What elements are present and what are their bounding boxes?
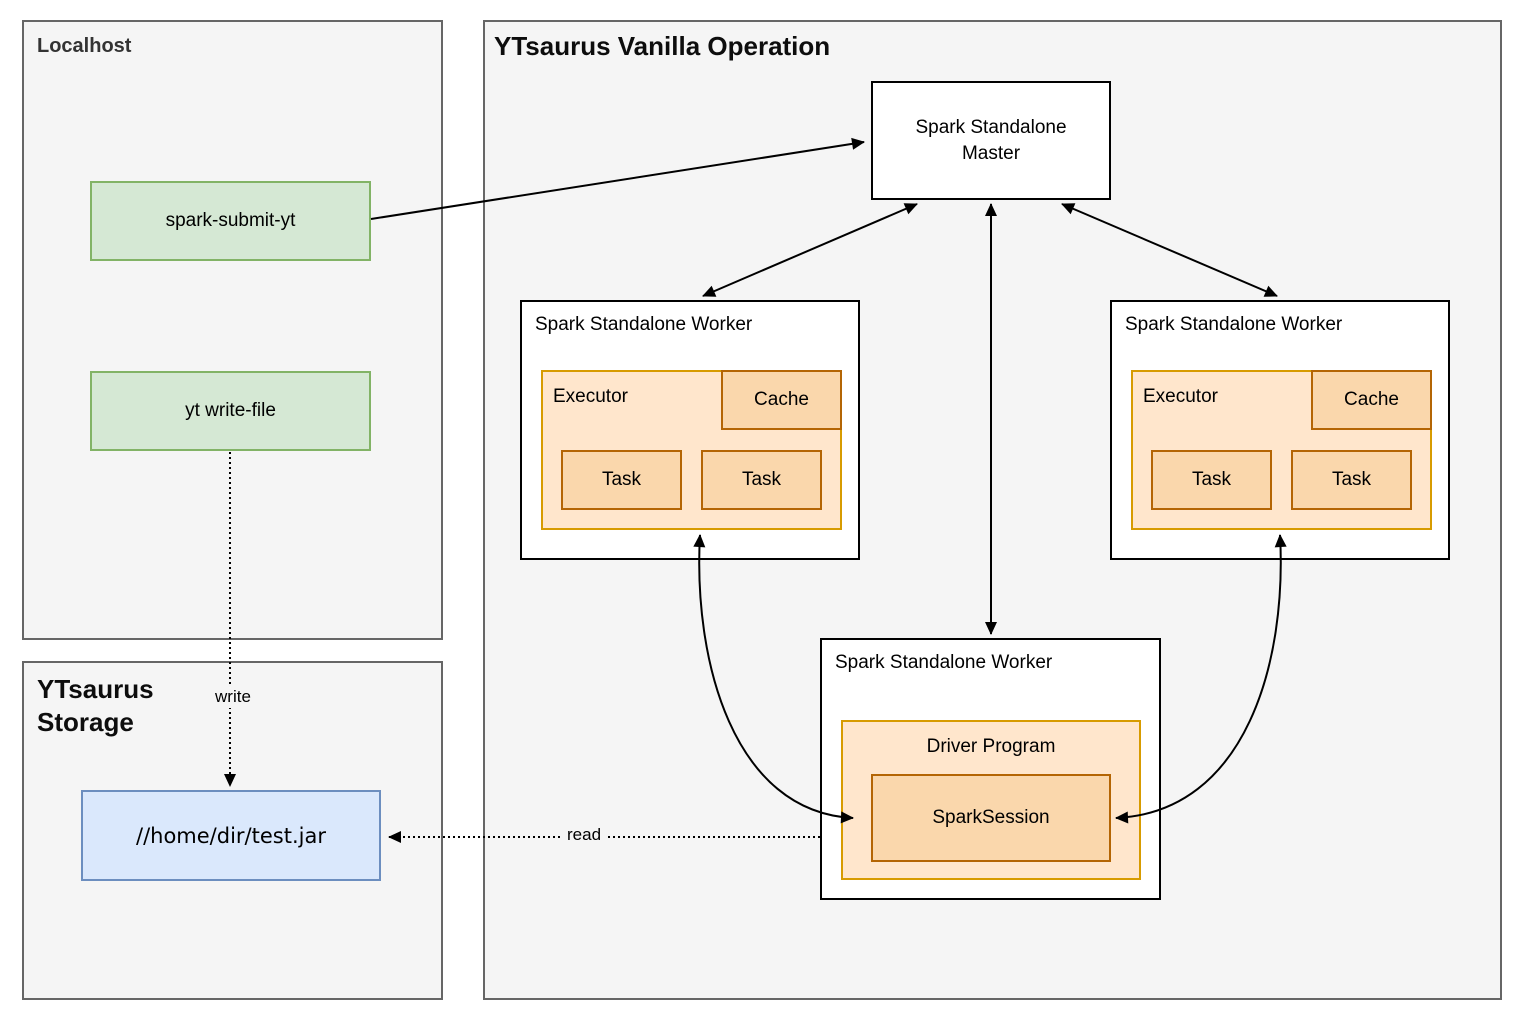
ytsaurus-storage-title-line1: YTsaurus — [37, 674, 154, 704]
spark-master-label-line1: Spark Standalone — [915, 116, 1067, 138]
worker-left-title: Spark Standalone Worker — [535, 314, 753, 335]
driver-program-label: Driver Program — [926, 736, 1056, 757]
worker-left-executor-label: Executor — [553, 386, 628, 407]
localhost-container: Localhost — [22, 20, 443, 640]
jar-path-box: //home/dir/test.jar — [81, 790, 381, 881]
spark-submit-yt-box: spark-submit-yt — [90, 181, 371, 261]
worker-bottom-title: Spark Standalone Worker — [835, 652, 1053, 673]
vanilla-operation-title: YTsaurus Vanilla Operation — [494, 31, 831, 61]
ytsaurus-storage-title-line2: Storage — [37, 707, 134, 737]
worker-right-task-box: Task — [1291, 450, 1412, 510]
yt-write-file-box: yt write-file — [90, 371, 371, 451]
worker-right-executor-label: Executor — [1143, 386, 1218, 407]
worker-left-task-box: Task — [561, 450, 682, 510]
worker-left-cache-box: Cache — [721, 370, 842, 430]
spark-master-label-line2: Master — [961, 142, 1021, 164]
worker-right-cache-box: Cache — [1311, 370, 1432, 430]
read-edge-label: read — [563, 824, 606, 846]
worker-right-title: Spark Standalone Worker — [1125, 314, 1343, 335]
worker-right-task-box: Task — [1151, 450, 1272, 510]
write-edge-label: write — [211, 686, 255, 708]
localhost-title: Localhost — [37, 35, 132, 57]
spark-session-box: SparkSession — [871, 774, 1111, 862]
spark-master-box: Spark Standalone Master — [871, 81, 1111, 200]
worker-left-task-box: Task — [701, 450, 822, 510]
ytsaurus-storage-title: YTsaurus Storage — [37, 673, 154, 739]
